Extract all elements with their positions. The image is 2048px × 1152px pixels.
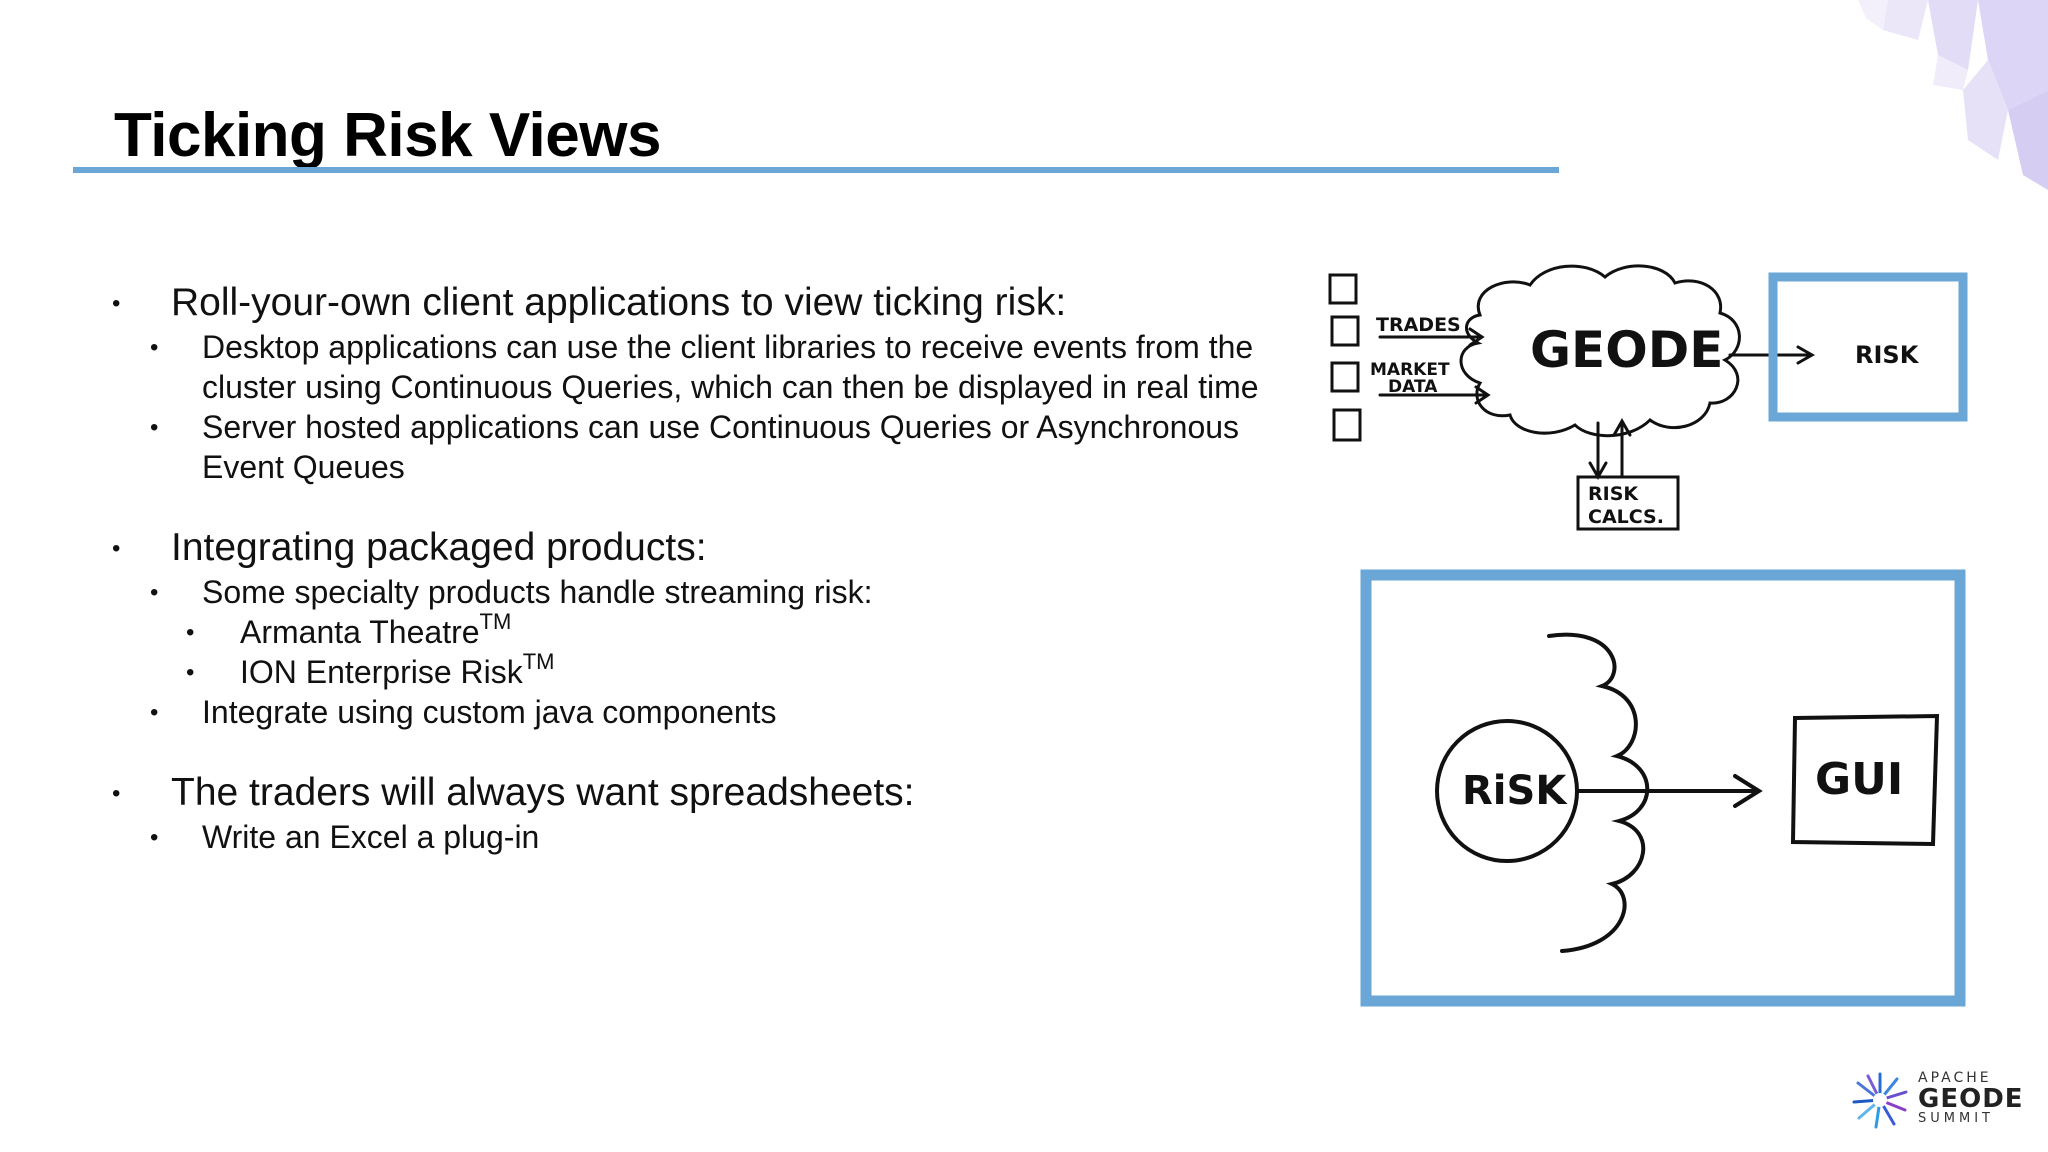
bullet-item: • Integrating packaged products: [110,523,1270,572]
label-trades: TRADES [1376,314,1461,336]
bullet-dot: • [150,334,159,361]
logo-apache-text: APACHE [1918,1070,1992,1086]
geode-burst-icon [1852,1072,1908,1129]
bullet-text: ION Enterprise Risk [240,654,523,690]
bullet-list: • Roll-your-own client applications to v… [110,278,1270,857]
bullet-item: • The traders will always want spreadshe… [110,768,1270,817]
sub-bullet-item: • Desktop applications can use the clien… [110,327,1270,407]
decorative-crystal-graphic [1858,0,2048,190]
bullet-text: Write an Excel a plug-in [202,819,540,855]
bullet-text: Desktop applications can use the client … [202,329,1259,405]
bullet-text: Integrating packaged products: [171,526,707,569]
bullet-dot: • [150,699,159,726]
risk-to-gui-arrow [1575,774,1763,808]
label-market: MARKET [1370,360,1450,380]
bullet-dot: • [186,619,195,646]
label-risk-calcs-2: CALCS. [1588,506,1664,528]
sub-sub-bullet-item: • Armanta TheatreTM [110,609,1270,652]
gui-box [1790,713,1940,847]
bullet-text: Roll-your-own client applications to vie… [171,281,1067,324]
bullet-text: Some specialty products handle streaming… [202,574,873,610]
label-risk: RISK [1855,341,1920,369]
bullet-dot: • [150,579,159,606]
risk-gui-sketch: RiSK GUI [1360,569,1966,1007]
logo-summit-text: SUMMIT [1918,1111,1994,1126]
label-gui: GUI [1815,754,1903,805]
up-arrow [1612,417,1632,479]
trademark-mark: TM [522,649,555,674]
risk-gui-frame [1360,569,1966,1007]
logo-wordmark: APACHE GEODE SUMMIT [1918,1070,2024,1126]
trademark-mark: TM [479,609,512,634]
bullet-dot: • [112,290,121,317]
apache-geode-summit-logo: APACHE GEODE SUMMIT [1850,1070,2030,1130]
input-box [1330,361,1360,393]
label-risk-circle: RiSK [1462,768,1568,814]
risk-highlight-box [1768,272,1968,422]
bullet-dot: • [186,659,195,686]
sub-bullet-item: • Integrate using custom java components [110,692,1270,732]
market-data-arrow [1378,385,1491,405]
slide-title: Ticking Risk Views [114,101,661,170]
cloud-edge [1547,632,1650,953]
bullet-text: Integrate using custom java components [202,694,777,730]
sub-sub-bullet-item: • ION Enterprise RiskTM [110,649,1270,692]
down-arrow [1588,421,1608,481]
trades-arrow [1378,327,1485,347]
bullet-text: Armanta Theatre [240,614,480,650]
bullet-text: Server hosted applications can use Conti… [202,409,1240,485]
bullet-dot: • [150,414,159,441]
sub-bullet-item: • Some specialty products handle streami… [110,572,1270,612]
sub-bullet-item: • Server hosted applications can use Con… [110,407,1270,487]
sub-bullet-item: • Write an Excel a plug-in [110,817,1270,857]
title-underline [73,167,1559,173]
label-data: DATA [1388,377,1438,397]
label-risk-calcs-1: RISK [1588,483,1639,505]
input-box [1328,273,1358,305]
input-box [1332,408,1362,442]
bullet-dot: • [112,535,121,562]
risk-calcs-box [1576,475,1680,531]
bullet-dot: • [150,824,159,851]
bullet-text: The traders will always want spreadsheet… [171,771,915,814]
bullet-dot: • [112,780,121,807]
logo-geode-text: GEODE [1918,1084,2024,1114]
bullet-item: • Roll-your-own client applications to v… [110,278,1270,327]
input-box [1330,315,1360,347]
geode-architecture-sketch: TRADES MARKET DATA GEODE RISK RISK CALCS… [1328,264,1968,531]
label-geode: GEODE [1530,321,1723,379]
